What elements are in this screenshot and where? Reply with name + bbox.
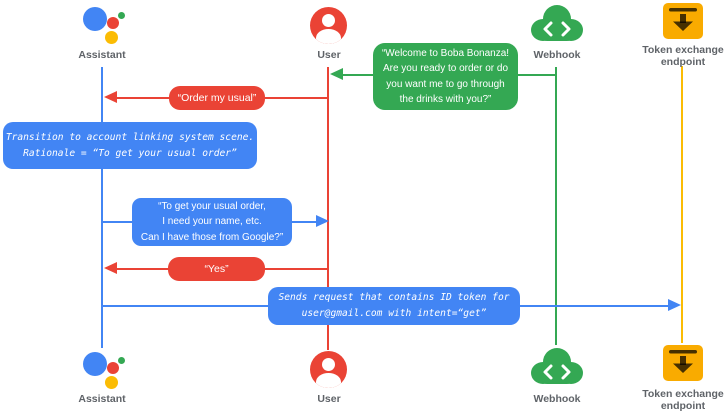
assistant-red-dot <box>107 17 119 29</box>
token-exchange-archive-icon <box>663 3 703 39</box>
user-label-top: User <box>317 49 341 61</box>
order-usual-message-bubble: “Order my usual” <box>169 86 265 110</box>
user-label-bottom: User <box>317 393 341 405</box>
ask-permission-message-bubble: “To get your usual order, I need your na… <box>132 198 292 246</box>
assistant-red-dot <box>107 362 119 374</box>
yes-message-bubble: “Yes” <box>168 257 265 281</box>
webhook-cloud-icon <box>531 348 583 384</box>
welcome-arrowhead-icon <box>330 68 343 80</box>
assistant-green-dot <box>118 12 125 19</box>
user-lifeline <box>327 67 329 350</box>
token-endpoint-lifeline <box>681 66 683 343</box>
webhook-label-bottom: Webhook <box>533 393 581 405</box>
welcome-message-bubble: “Welcome to Boba Bonanza! Are you ready … <box>373 43 518 110</box>
order-usual-arrowhead-icon <box>104 91 117 103</box>
transition-note-box: Transition to account linking system sce… <box>3 122 257 169</box>
avatar-head <box>322 358 335 371</box>
send-token-note-box: Sends request that contains ID token for… <box>268 287 520 325</box>
webhook-lifeline <box>555 67 557 345</box>
assistant-blue-dot <box>83 7 107 31</box>
avatar-body <box>316 29 341 44</box>
assistant-label-bottom: Assistant <box>78 393 126 405</box>
google-assistant-icon <box>81 5 127 47</box>
assistant-blue-dot <box>83 352 107 376</box>
user-avatar-icon <box>310 351 347 388</box>
ask-permission-arrowhead-icon <box>316 215 329 227</box>
webhook-cloud-icon <box>531 5 583 41</box>
assistant-yellow-dot <box>105 376 118 389</box>
token-endpoint-label-top: Token exchange endpoint <box>642 44 724 68</box>
assistant-green-dot <box>118 357 125 364</box>
webhook-label-top: Webhook <box>533 49 581 61</box>
avatar-body <box>316 373 341 388</box>
google-assistant-icon <box>81 350 127 392</box>
user-avatar-icon <box>310 7 347 44</box>
assistant-label-top: Assistant <box>78 49 126 61</box>
avatar-head <box>322 14 335 27</box>
send-token-arrowhead-icon <box>668 299 681 311</box>
token-endpoint-label-bottom: Token exchange endpoint <box>642 388 724 412</box>
assistant-yellow-dot <box>105 31 118 44</box>
token-exchange-archive-icon <box>663 345 703 381</box>
assistant-lifeline <box>101 67 103 348</box>
yes-arrowhead-icon <box>104 262 117 274</box>
